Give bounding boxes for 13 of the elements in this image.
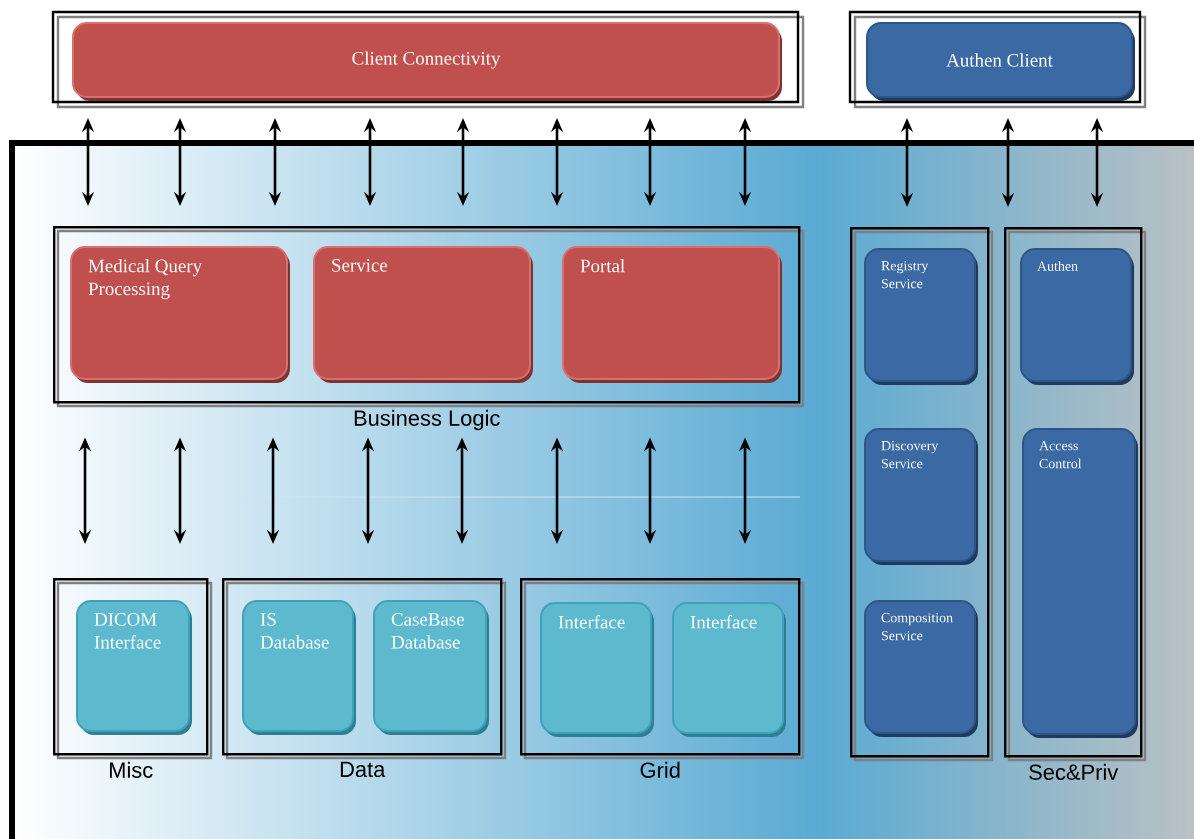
connectivity-bar: Client Connectivity [51, 10, 805, 109]
group-label: Business Logic [354, 409, 500, 431]
group-label: Sec&Priv [1029, 763, 1119, 780]
client-bar: Authen Client [848, 10, 1147, 109]
group-label: Grid [640, 761, 680, 778]
group-frame [850, 227, 994, 762]
group-label: Data [340, 761, 386, 778]
service-box: Registry Service [864, 248, 978, 385]
group-label: Misc [110, 761, 153, 778]
service-box: Authen [1020, 248, 1134, 385]
service-box: Access Control [1022, 428, 1138, 738]
service-box: Composition Service [864, 600, 978, 737]
service-box: Discovery Service [864, 428, 978, 565]
